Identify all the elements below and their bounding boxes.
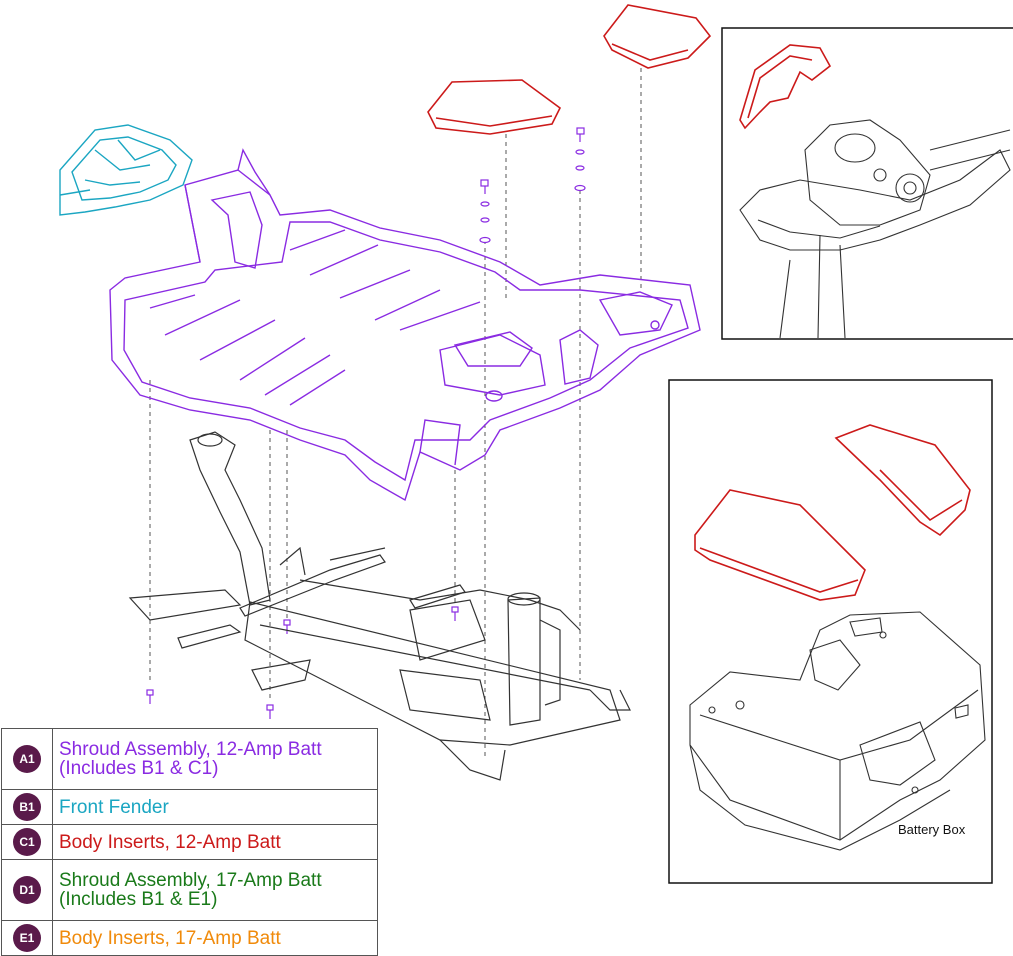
badge-a1: A1 (13, 745, 41, 773)
legend-row-a1: A1 Shroud Assembly, 12-Amp Batt (Include… (1, 728, 378, 790)
frame-screws (146, 606, 459, 719)
battery-box-caption: Battery Box (898, 822, 966, 837)
badge-b1: B1 (13, 793, 41, 821)
legend-row-d1: D1 Shroud Assembly, 17-Amp Batt (Include… (1, 859, 378, 921)
shroud-icon (109, 148, 701, 502)
parts-legend: A1 Shroud Assembly, 12-Amp Batt (Include… (1, 728, 378, 956)
legend-label-c1: Body Inserts, 12-Amp Batt (52, 824, 378, 860)
legend-row-c1: C1 Body Inserts, 12-Amp Batt (1, 824, 378, 860)
fender-insert-icon (739, 44, 832, 130)
screw-icon (479, 127, 586, 244)
battery-inset-frame (668, 379, 993, 884)
badge-c1: C1 (13, 828, 41, 856)
frame-icon (128, 431, 631, 781)
body-insert-icon (427, 4, 712, 135)
badge-d1: D1 (13, 876, 41, 904)
battery-insert-icon (694, 424, 971, 601)
badge-e1: E1 (13, 924, 41, 952)
tiller-icon (739, 119, 1011, 339)
legend-row-b1: B1 Front Fender (1, 789, 378, 825)
legend-label-a1: Shroud Assembly, 12-Amp Batt (Includes B… (52, 728, 378, 790)
legend-label-b1: Front Fender (52, 789, 378, 825)
legend-label-d1: Shroud Assembly, 17-Amp Batt (Includes B… (52, 859, 378, 921)
tiller-inset-frame (721, 27, 1013, 340)
guide-lines (149, 68, 909, 760)
battery-box-icon (689, 611, 986, 851)
front-fender-icon (59, 124, 193, 216)
exploded-parts-diagram (59, 4, 1013, 884)
